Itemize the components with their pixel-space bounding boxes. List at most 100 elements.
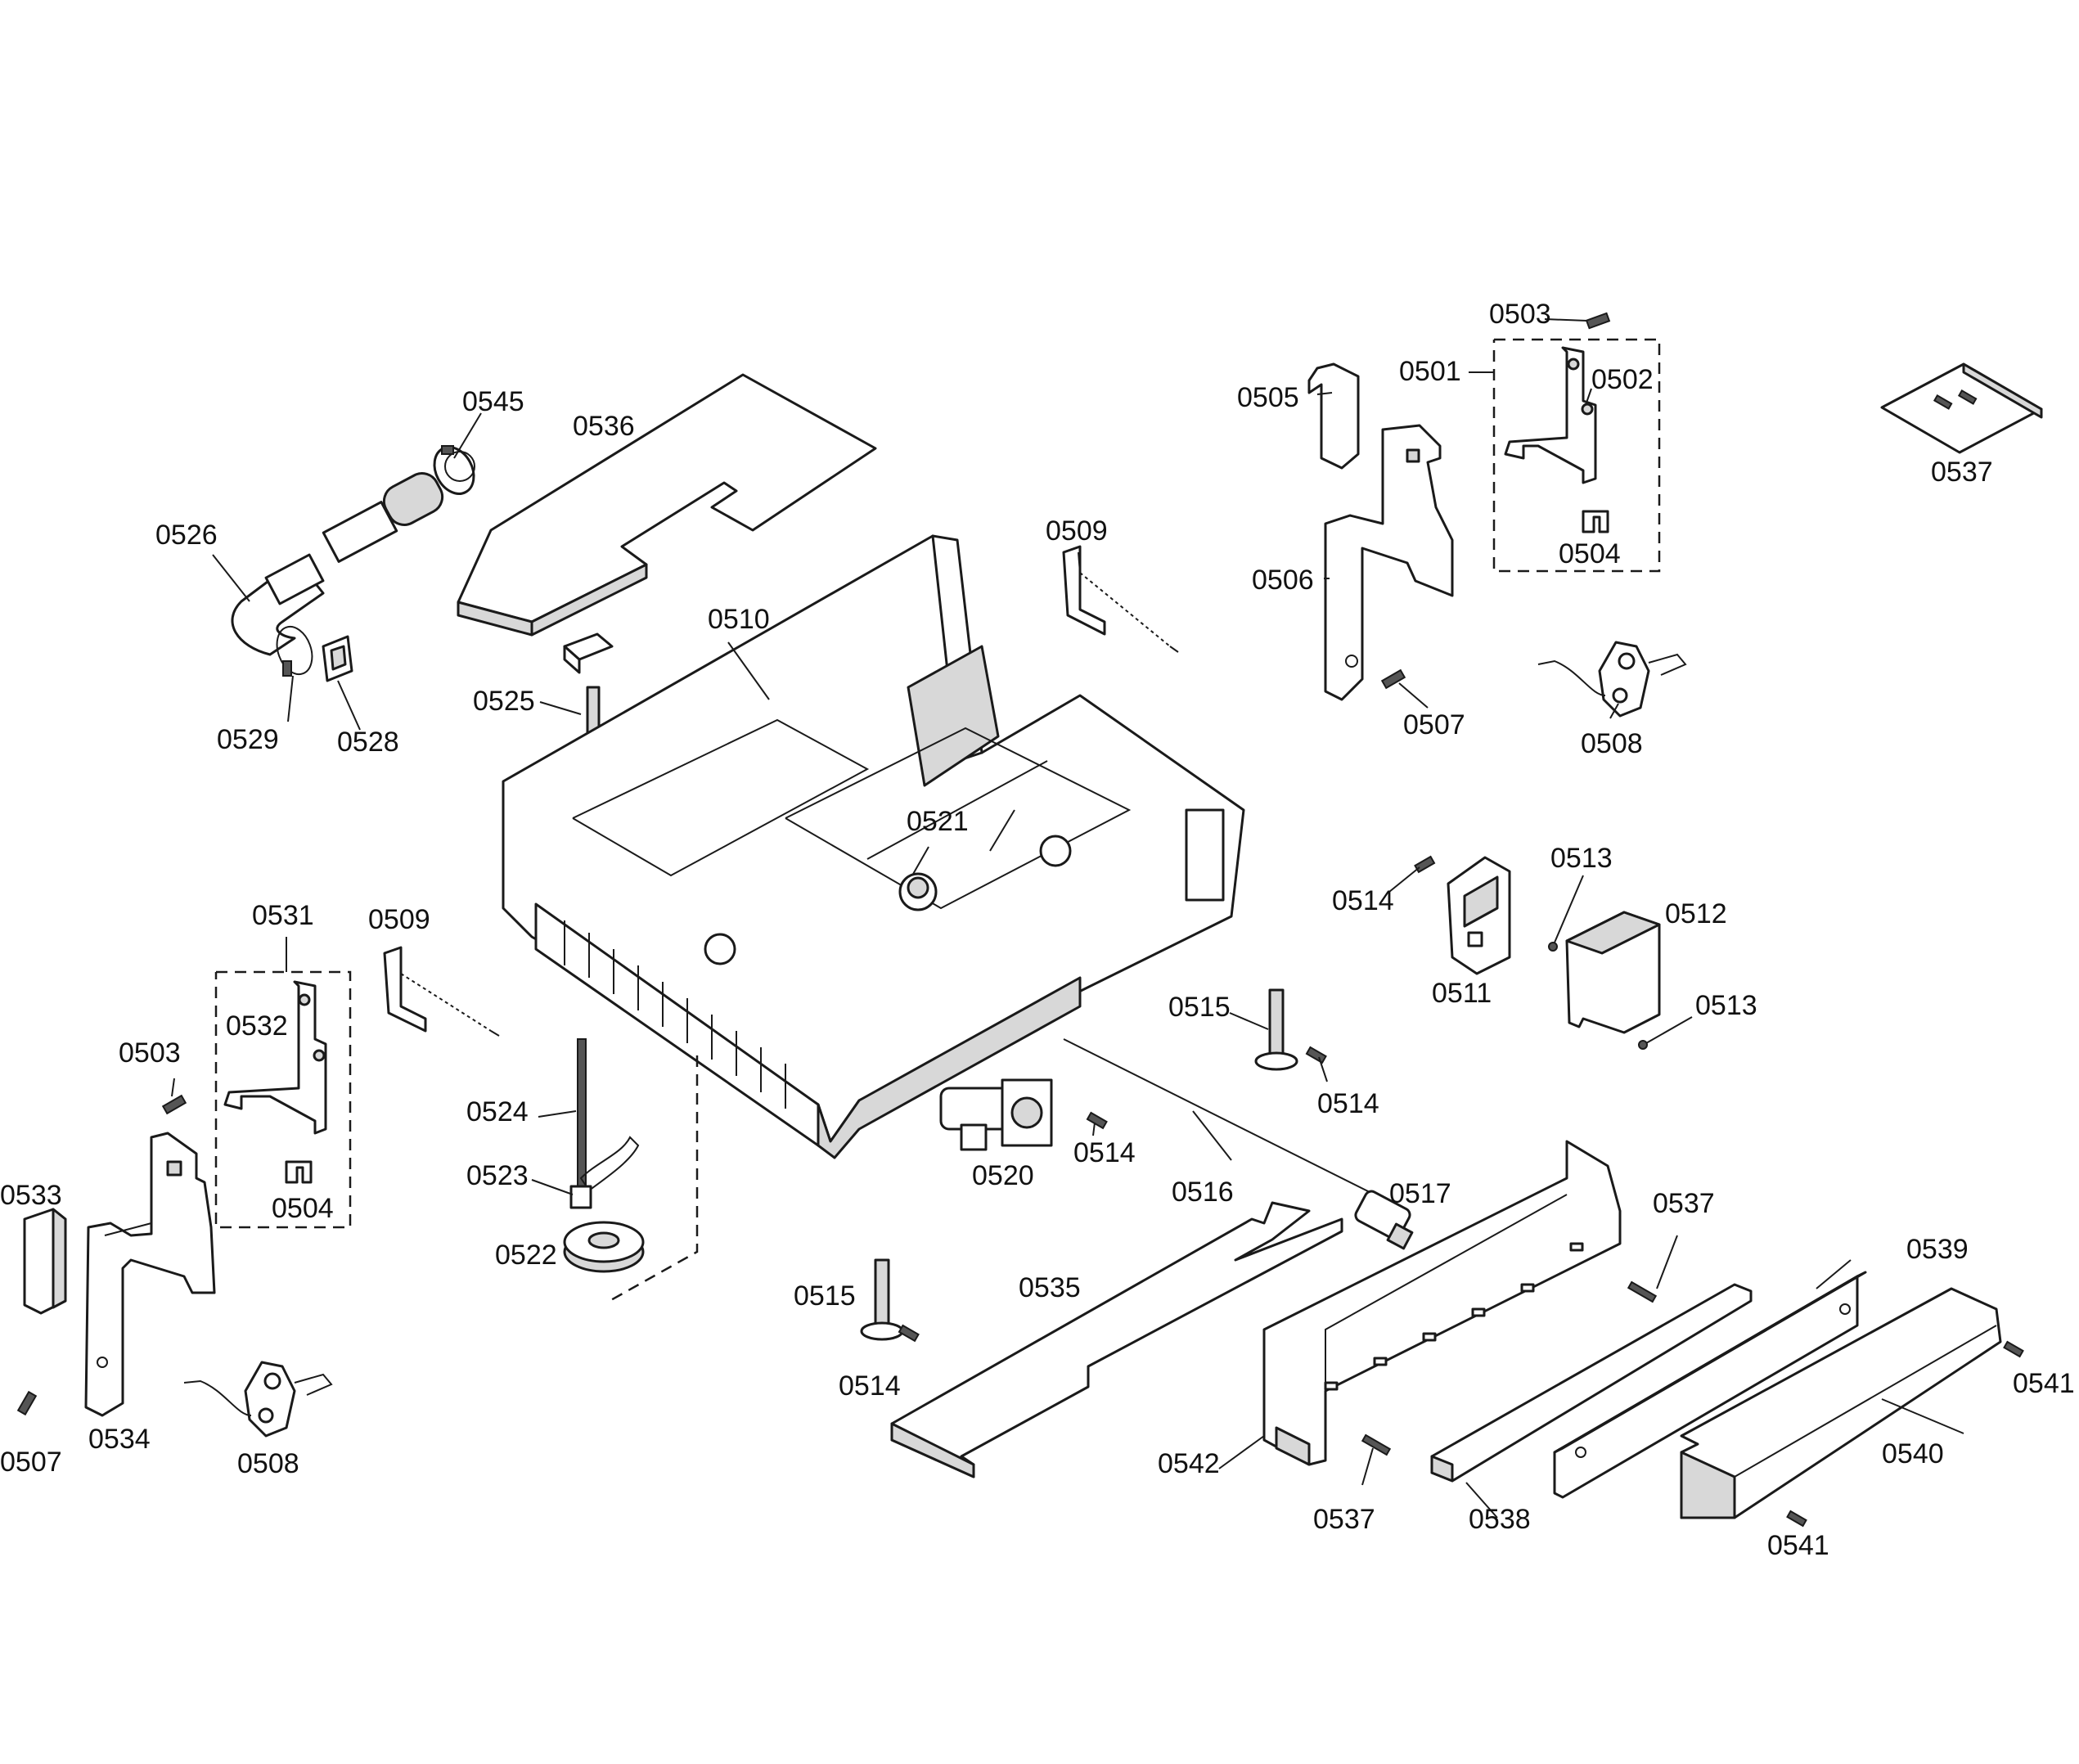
label-0507-lower: 0507	[0, 1447, 62, 1478]
label-0529: 0529	[217, 724, 279, 755]
label-0534: 0534	[88, 1424, 151, 1455]
label-0542: 0542	[1158, 1448, 1220, 1479]
kickplate-0539-part	[1553, 1271, 1867, 1499]
kickplate-0538-part	[1430, 1283, 1753, 1483]
label-0523: 0523	[466, 1160, 529, 1191]
label-0536: 0536	[573, 411, 635, 442]
hose-clamp-0529-part	[276, 625, 313, 677]
label-0533: 0533	[0, 1180, 62, 1211]
rod-0516-part	[1063, 1038, 1375, 1195]
float-switch-0523-part	[569, 1136, 640, 1209]
base-chassis-0510-part	[502, 534, 1245, 1159]
label-0516: 0516	[1172, 1177, 1234, 1208]
label-0540: 0540	[1882, 1438, 1944, 1469]
label-0541-lower: 0541	[1767, 1530, 1829, 1561]
label-0535: 0535	[1019, 1272, 1081, 1303]
label-0528: 0528	[337, 727, 399, 758]
label-0511: 0511	[1432, 978, 1492, 1009]
clip-0504-upper-part	[1582, 510, 1609, 533]
label-0522: 0522	[495, 1240, 557, 1271]
leader-lines	[104, 318, 1964, 1519]
clip-0504-lower-part	[285, 1160, 313, 1184]
screw-0513-part	[1548, 942, 1558, 952]
kickplate-0540-part	[1680, 1287, 2002, 1519]
part-labels: 0545 0536 0526 0529 0528 0525 0510 0509 …	[0, 299, 2075, 1561]
label-0513-lower: 0513	[1695, 990, 1757, 1021]
label-0514-c: 0514	[1073, 1137, 1136, 1168]
label-0539: 0539	[1906, 1234, 1969, 1265]
screw-0514-part	[898, 1324, 920, 1343]
door-spring-0509-lower-part	[383, 946, 500, 1037]
label-0517: 0517	[1389, 1178, 1451, 1209]
bracket-0533-part	[23, 1208, 67, 1315]
label-0508-lower: 0508	[237, 1448, 299, 1479]
label-0545: 0545	[462, 386, 524, 417]
label-0515-right: 0515	[1168, 992, 1231, 1023]
label-0541-right: 0541	[2013, 1368, 2075, 1399]
leveling-foot-0515-left-part	[860, 1258, 904, 1341]
screw-0541-part	[2003, 1340, 2024, 1358]
label-0503-lower: 0503	[119, 1037, 181, 1069]
label-0524: 0524	[466, 1096, 529, 1127]
screw-0513-part	[1638, 1040, 1648, 1050]
cover-0512-part	[1565, 911, 1661, 1034]
screw-0514-part	[1305, 1046, 1327, 1064]
float-rod-0524-part	[577, 1038, 587, 1191]
label-0509-upper: 0509	[1046, 515, 1108, 547]
label-0531: 0531	[252, 900, 314, 931]
hinge-bracket-0532-part	[223, 980, 327, 1135]
insulation-panel-part	[457, 373, 877, 637]
screw-0507-part	[1380, 668, 1406, 690]
label-0514-b: 0514	[1317, 1088, 1379, 1119]
leveling-foot-0515-right-part	[1254, 988, 1298, 1071]
label-0512: 0512	[1665, 898, 1727, 929]
label-0504-lower: 0504	[272, 1193, 334, 1224]
label-0520: 0520	[972, 1160, 1034, 1191]
drain-hose-part	[231, 446, 475, 656]
float-0522-part	[563, 1221, 645, 1273]
bracket-0534-part	[84, 1132, 216, 1417]
label-0532: 0532	[226, 1010, 288, 1042]
hinge-group-0501-box	[1492, 338, 1661, 573]
kickplate-0542-part	[1262, 1140, 1622, 1466]
label-0525: 0525	[473, 686, 535, 717]
hinge-unit-0508-upper-part	[1537, 641, 1687, 718]
screw-0507-part	[16, 1390, 38, 1416]
hose-clamp-0545-part	[441, 445, 475, 482]
hinge-unit-0508-lower-part	[183, 1361, 333, 1438]
base-panel-0535-part	[890, 1201, 1343, 1478]
label-0513-upper: 0513	[1550, 843, 1613, 874]
screw-0503-part	[161, 1094, 187, 1115]
label-0501: 0501	[1399, 356, 1461, 387]
label-0506: 0506	[1252, 565, 1314, 596]
label-0526: 0526	[155, 520, 218, 551]
label-0509-lower: 0509	[368, 904, 430, 935]
hinge-group-0531-box	[214, 970, 352, 1229]
screw-0503-part	[1585, 312, 1611, 330]
label-0537-bag: 0537	[1931, 457, 1993, 488]
label-0503-upper: 0503	[1489, 299, 1551, 330]
module-0511-part	[1447, 856, 1511, 975]
screw-bag-0537-part	[1880, 362, 2043, 454]
float-alignment-line	[609, 1055, 699, 1303]
label-0521: 0521	[907, 806, 969, 837]
screw-0537-part	[1361, 1433, 1392, 1456]
inlet-valve-0520-part	[939, 1078, 1053, 1151]
label-0504-upper: 0504	[1559, 538, 1621, 569]
hose-holder-0528-part	[322, 635, 353, 682]
label-0538: 0538	[1469, 1504, 1531, 1535]
label-0515-left: 0515	[794, 1280, 856, 1312]
screw-0537-part	[1627, 1280, 1658, 1303]
label-0502: 0502	[1591, 364, 1654, 395]
label-0508-upper: 0508	[1581, 728, 1643, 759]
label-0537-right: 0537	[1653, 1188, 1715, 1219]
label-0514-a: 0514	[1332, 885, 1394, 916]
label-0537-lower: 0537	[1313, 1504, 1375, 1535]
door-spring-0509-upper-part	[1062, 545, 1179, 653]
label-0507-upper: 0507	[1403, 709, 1465, 740]
cap-0517-part	[1354, 1190, 1414, 1250]
label-0510: 0510	[708, 604, 770, 635]
bracket-0505-part	[1307, 362, 1360, 470]
label-0514-d: 0514	[839, 1370, 901, 1402]
